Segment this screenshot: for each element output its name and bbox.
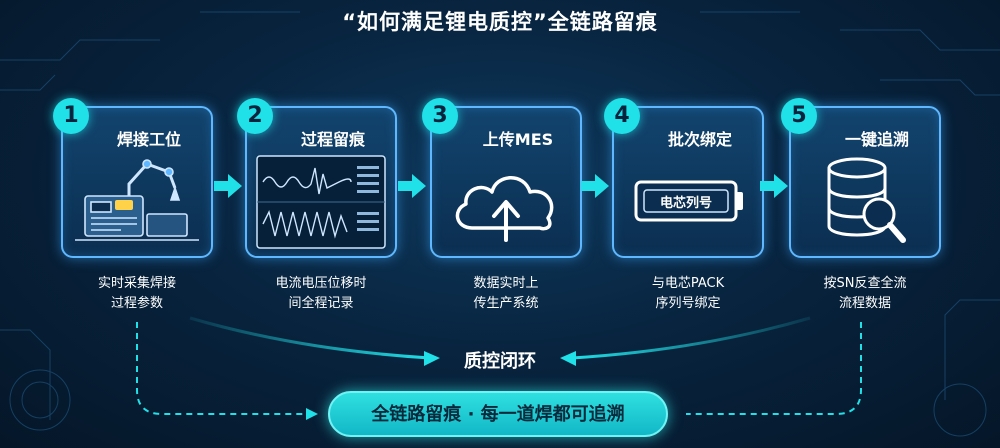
battery-icon bbox=[634, 180, 743, 222]
traceability-banner: 全链路留痕 · 每一道焊都可追溯 bbox=[328, 391, 668, 437]
step-number-badge: 5 bbox=[781, 98, 817, 134]
step-description: 按SN反查全流流程数据 bbox=[823, 276, 907, 311]
arrow-right-icon bbox=[214, 174, 242, 198]
step-number-badge: 3 bbox=[422, 98, 458, 134]
arrow-right-icon bbox=[398, 174, 426, 198]
cloud-upload-icon bbox=[455, 176, 554, 242]
step-title: 批次绑定 bbox=[667, 130, 732, 149]
step-number-badge: 2 bbox=[237, 98, 273, 134]
quality-loop-label: 质控闭环 bbox=[464, 351, 536, 372]
step-card-trace: 5 一键追溯 bbox=[781, 98, 941, 258]
step-title: 过程留痕 bbox=[300, 130, 365, 149]
waveform-monitor-icon bbox=[256, 155, 386, 249]
step-card-welding: 1 焊接工位 bbox=[53, 98, 213, 258]
step-card-process-record: 2 过程留痕 bbox=[237, 98, 397, 258]
arrow-right-icon bbox=[581, 174, 609, 198]
step-description: 实时采集焊接过程参数 bbox=[97, 276, 176, 311]
step-description: 电流电压位移时间全程记录 bbox=[275, 276, 367, 311]
page-title: “如何满足锂电质控”全链路留痕 bbox=[342, 10, 658, 34]
step-title: 一键追溯 bbox=[844, 130, 909, 149]
battery-label: 电芯列号 bbox=[659, 196, 712, 211]
step-title: 上传MES bbox=[482, 130, 554, 149]
database-search-icon bbox=[827, 157, 906, 243]
step-card-upload-mes: 3 上传MES bbox=[422, 98, 582, 258]
step-number-badge: 1 bbox=[53, 98, 89, 134]
step-number-badge: 4 bbox=[604, 98, 640, 134]
arrow-right-icon bbox=[760, 174, 788, 198]
step-description: 数据实时上传生产系统 bbox=[473, 276, 539, 311]
step-title: 焊接工位 bbox=[116, 130, 181, 149]
welding-robot-icon bbox=[75, 159, 199, 241]
